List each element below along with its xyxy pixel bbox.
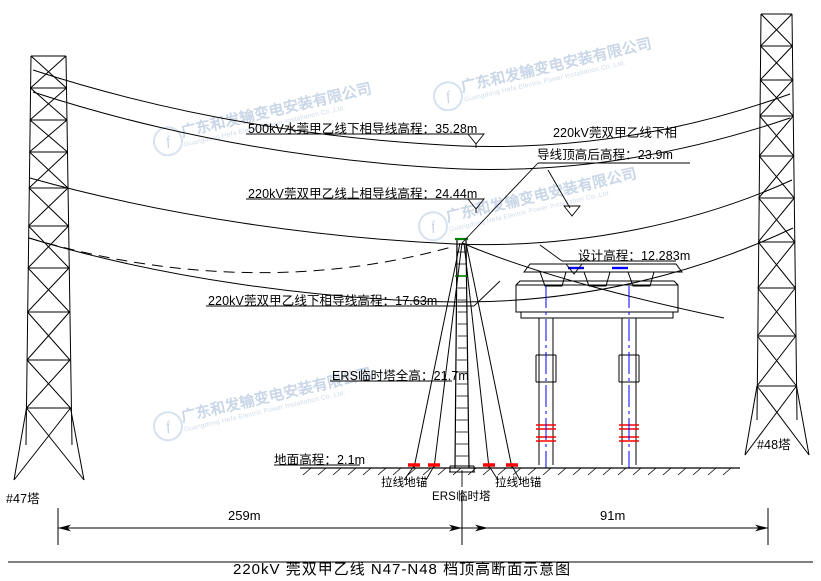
tower-right-lattice [744, 13, 810, 456]
callout-500kv-lower-phase: 500kV水莞甲乙线下相导线高程：35.28m [248, 122, 478, 136]
bridge-structure [515, 263, 683, 468]
conductor-220kv-upper-phase [29, 177, 793, 246]
ers-guy-wires [413, 242, 513, 469]
conductor-220kv-lifted-dashed [28, 237, 456, 274]
label-tower-47: #47塔 [6, 492, 40, 506]
conductor-500kv-lower-phase [32, 69, 791, 147]
callout-design-elevation: 设计高程：12.283m [578, 249, 691, 263]
callout-leaders [206, 133, 690, 466]
dimension-span-left: 259m [228, 508, 261, 523]
anchor-leaders [403, 465, 521, 487]
conductor-500kv-second [32, 91, 791, 170]
callout-220kv-after-lift-line1: 220kV莞双甲乙线下相 [553, 126, 678, 140]
callout-220kv-upper-phase: 220kV莞双甲乙线上相导线高程：24.44m [248, 187, 478, 201]
callout-ers-total-height: ERS临时塔全高：21.7m [332, 369, 469, 383]
tower-left-lattice [13, 55, 85, 481]
label-anchor-left: 拉线地锚 [381, 477, 428, 489]
label-tower-48: #48塔 [757, 438, 791, 452]
dimension-line [8, 490, 813, 563]
dimension-span-right: 91m [600, 508, 626, 523]
label-ers-temporary-tower: ERS临时塔 [432, 491, 491, 503]
diagram-title: 220kV 莞双甲乙线 N47-N48 档顶高断面示意图 [233, 561, 572, 578]
label-anchor-right: 拉线地锚 [495, 477, 542, 489]
callout-220kv-lower-phase: 220kV莞双甲乙线下相导线高程：17.63m [208, 294, 438, 308]
callout-ground-elevation: 地面高程：2.1m [274, 453, 366, 467]
ers-temporary-mast [449, 237, 475, 473]
callout-220kv-after-lift-line2: 导线顶高后高程：23.9m [537, 148, 674, 162]
ground-line [300, 467, 740, 476]
